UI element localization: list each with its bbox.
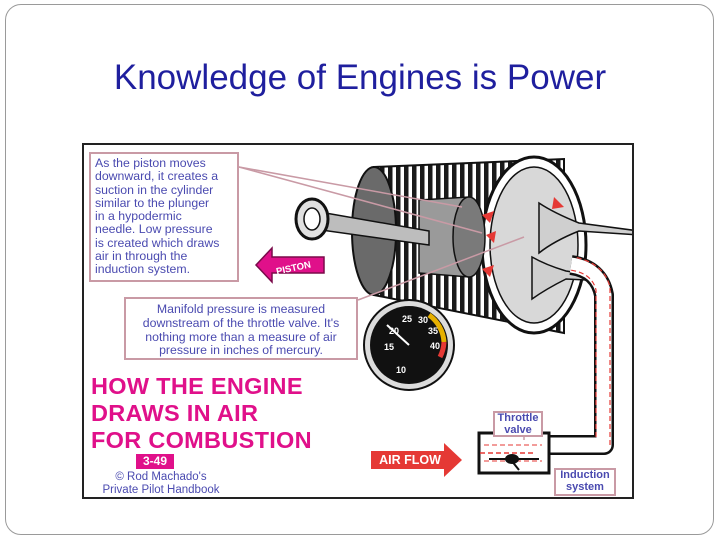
gauge-tick-10: 10: [396, 365, 406, 375]
piston-callout: As the piston moves downward, it creates…: [89, 152, 239, 282]
gauge-tick-40: 40: [430, 341, 440, 351]
gauge-tick-20: 20: [389, 326, 399, 336]
gauge-tick-15: 15: [384, 342, 394, 352]
engine-diagram: As the piston moves downward, it creates…: [82, 143, 634, 499]
figure-number: 3-49: [136, 454, 174, 469]
air-flow-label: AIR FLOW: [374, 451, 446, 469]
gauge-tick-30: 30: [418, 315, 428, 325]
induction-system-label: Induction system: [554, 468, 616, 496]
manifold-callout: Manifold pressure is measured downstream…: [124, 297, 358, 360]
diagram-headline: HOW THE ENGINE DRAWS IN AIR FOR COMBUSTI…: [91, 373, 312, 454]
credit-line: © Rod Machado's Private Pilot Handbook: [91, 471, 231, 497]
gauge-tick-25: 25: [402, 314, 412, 324]
gauge-tick-35: 35: [428, 326, 438, 336]
throttle-valve-label: Throttle valve: [493, 411, 543, 437]
slide-title: Knowledge of Engines is Power: [0, 58, 720, 98]
